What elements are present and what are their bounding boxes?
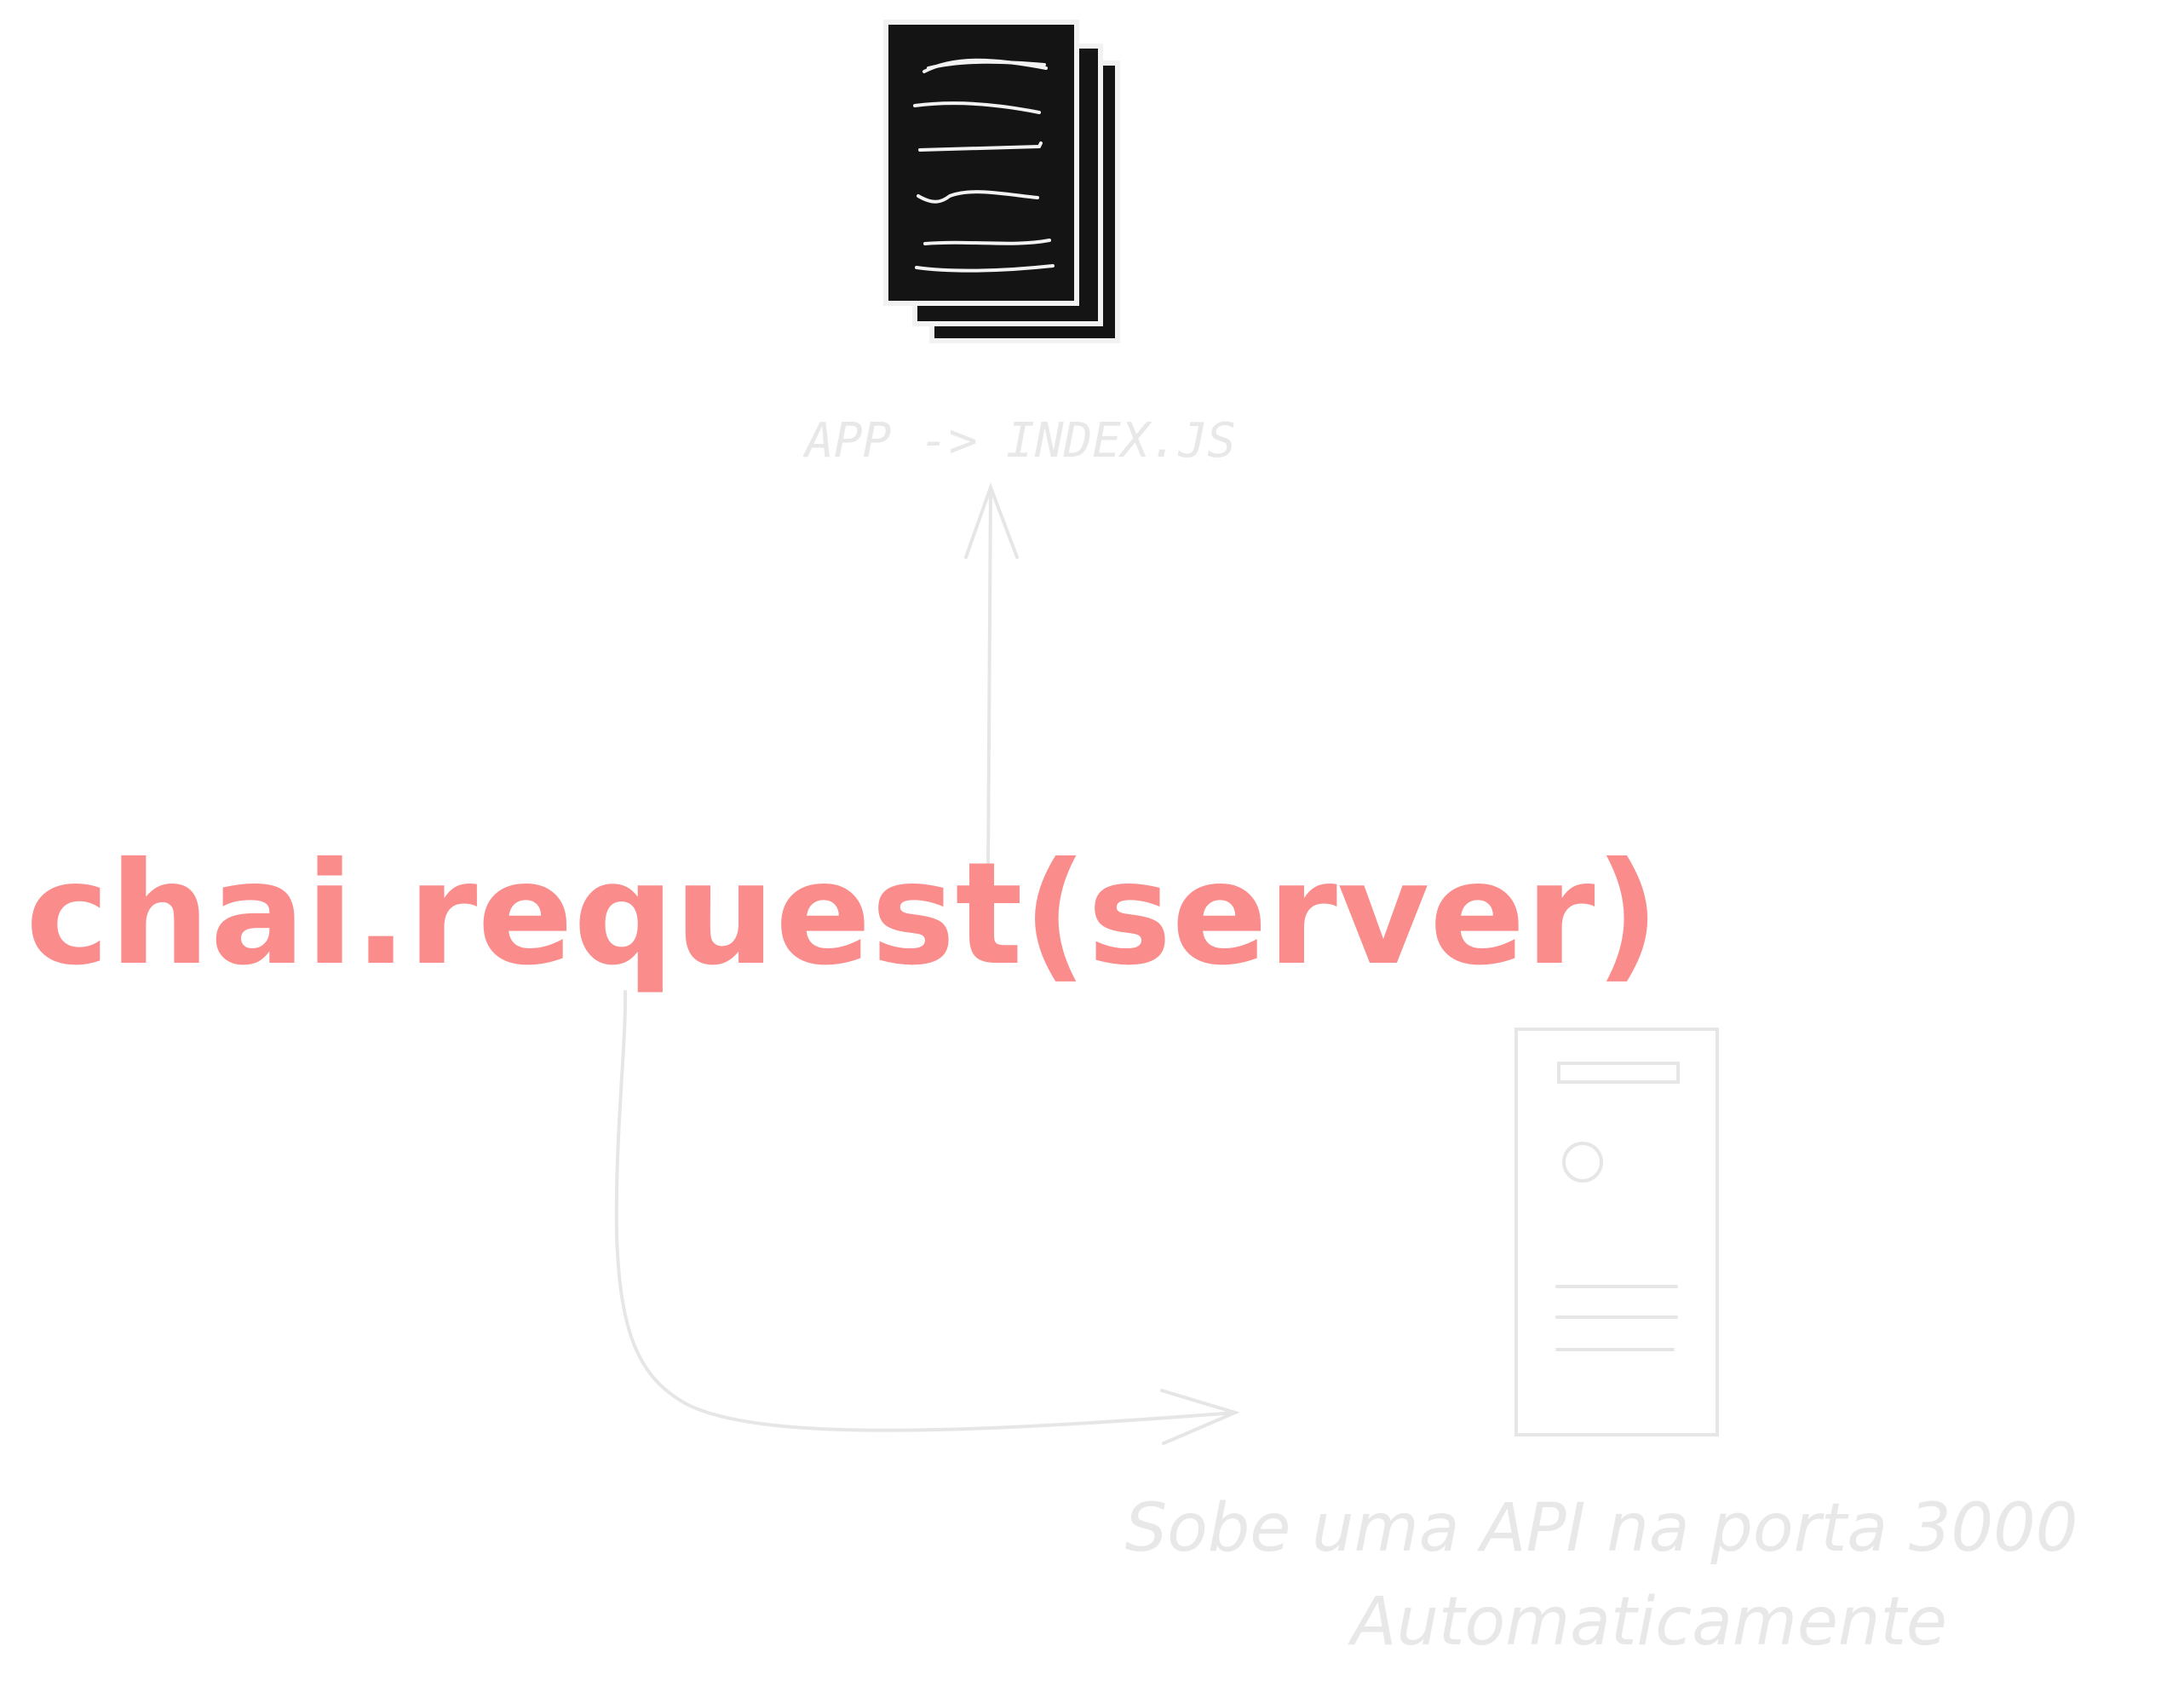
arrow-to-app bbox=[964, 482, 1019, 872]
arrow-to-server bbox=[614, 990, 1240, 1445]
stacked-documents-icon bbox=[883, 20, 1120, 343]
app-file-label: APP -> INDEX.JS bbox=[802, 413, 1236, 469]
api-description-line1: Sobe uma API na porta 3000 bbox=[1125, 1490, 2078, 1567]
api-description-line2: Automaticamente bbox=[1347, 1584, 1947, 1661]
request-call-label: chai.request(server) bbox=[26, 832, 1659, 997]
server-tower-icon bbox=[1514, 1028, 1719, 1436]
